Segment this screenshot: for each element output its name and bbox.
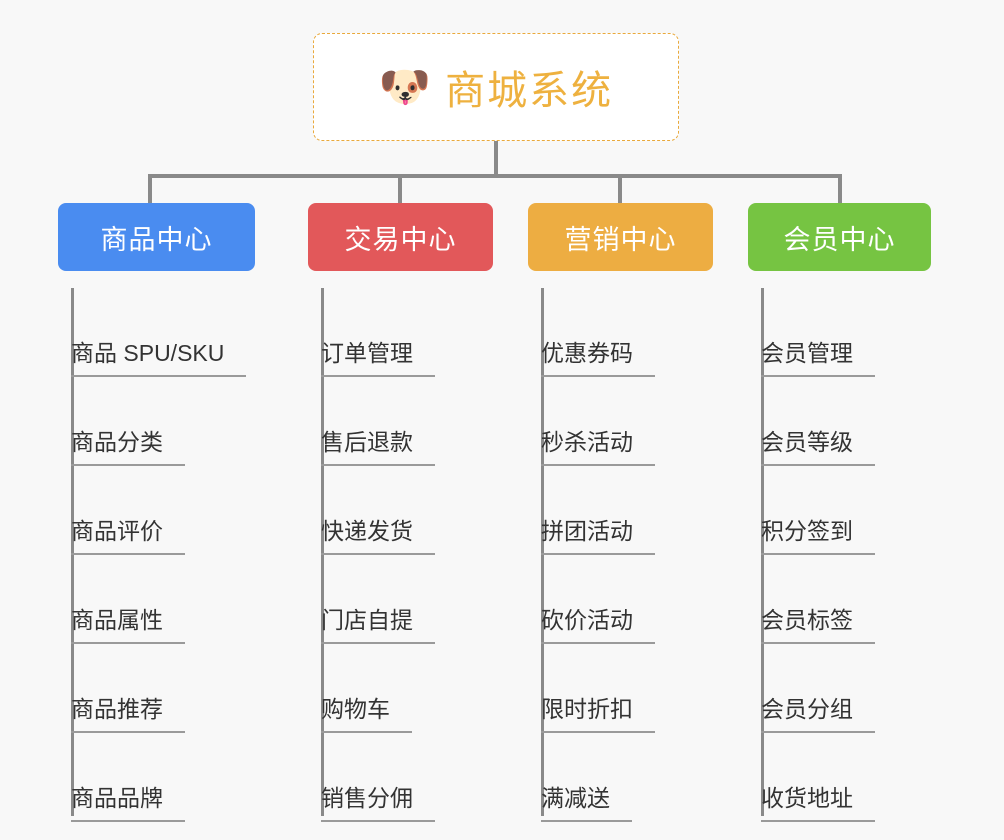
leaf-label: 售后退款 (321, 423, 435, 466)
list-item[interactable]: 拼团活动 (528, 466, 713, 555)
leaf-label: 砍价活动 (541, 601, 655, 644)
leaf-label: 订单管理 (321, 334, 435, 377)
category-header-3[interactable]: 营销中心 (528, 203, 713, 271)
category-title-2: 交易中心 (344, 224, 457, 255)
leaf-label: 门店自提 (321, 601, 435, 644)
leaf-label: 商品评价 (71, 512, 185, 555)
category-header-4[interactable]: 会员中心 (748, 203, 931, 271)
leaf-label: 商品品牌 (71, 779, 185, 822)
leaf-label: 会员分组 (761, 690, 875, 733)
leaf-group-3: 优惠券码 秒杀活动 拼团活动 砍价活动 限时折扣 满减送 (528, 288, 713, 822)
leaf-label: 拼团活动 (541, 512, 655, 555)
root-node[interactable]: 🐶 商城系统 (313, 33, 679, 141)
category-header-2[interactable]: 交易中心 (308, 203, 493, 271)
list-item[interactable]: 限时折扣 (528, 644, 713, 733)
leaf-label: 商品属性 (71, 601, 185, 644)
drop-connector-4 (838, 174, 842, 204)
list-item[interactable]: 积分签到 (748, 466, 931, 555)
branch-column-2: 交易中心 订单管理 售后退款 快递发货 门店自提 购物车 销售分佣 (308, 203, 493, 822)
list-item[interactable]: 会员分组 (748, 644, 931, 733)
leaf-label: 商品 SPU/SKU (71, 334, 247, 377)
leaf-group-4: 会员管理 会员等级 积分签到 会员标签 会员分组 收货地址 (748, 288, 931, 822)
list-item[interactable]: 快递发货 (308, 466, 493, 555)
list-item[interactable]: 门店自提 (308, 555, 493, 644)
leaf-label: 商品分类 (71, 423, 185, 466)
leaf-label: 满减送 (541, 779, 632, 822)
list-item[interactable]: 满减送 (528, 733, 713, 822)
list-item[interactable]: 会员标签 (748, 555, 931, 644)
branch-trunk-4 (761, 288, 764, 816)
leaf-group-2: 订单管理 售后退款 快递发货 门店自提 购物车 销售分佣 (308, 288, 493, 822)
leaf-label: 商品推荐 (71, 690, 185, 733)
branch-column-1: 商品中心 商品 SPU/SKU 商品分类 商品评价 商品属性 商品推荐 商品品牌 (58, 203, 255, 822)
list-item[interactable]: 会员管理 (748, 288, 931, 377)
list-item[interactable]: 商品推荐 (58, 644, 255, 733)
leaf-label: 收货地址 (761, 779, 875, 822)
leaf-label: 会员等级 (761, 423, 875, 466)
leaf-label: 销售分佣 (321, 779, 435, 822)
list-item[interactable]: 优惠券码 (528, 288, 713, 377)
horizontal-bus-connector (148, 174, 842, 178)
leaf-label: 积分签到 (761, 512, 875, 555)
list-item[interactable]: 购物车 (308, 644, 493, 733)
list-item[interactable]: 商品分类 (58, 377, 255, 466)
leaf-label: 会员管理 (761, 334, 875, 377)
category-title-4: 会员中心 (783, 224, 896, 255)
leaf-label: 优惠券码 (541, 334, 655, 377)
list-item[interactable]: 收货地址 (748, 733, 931, 822)
list-item[interactable]: 商品评价 (58, 466, 255, 555)
leaf-label: 秒杀活动 (541, 423, 655, 466)
leaf-group-1: 商品 SPU/SKU 商品分类 商品评价 商品属性 商品推荐 商品品牌 (58, 288, 255, 822)
branch-trunk-1 (71, 288, 74, 816)
root-title: 商城系统 (445, 69, 614, 113)
list-item[interactable]: 商品属性 (58, 555, 255, 644)
branch-trunk-3 (541, 288, 544, 816)
list-item[interactable]: 会员等级 (748, 377, 931, 466)
list-item[interactable]: 商品品牌 (58, 733, 255, 822)
branch-column-4: 会员中心 会员管理 会员等级 积分签到 会员标签 会员分组 收货地址 (748, 203, 931, 822)
branch-column-3: 营销中心 优惠券码 秒杀活动 拼团活动 砍价活动 限时折扣 满减送 (528, 203, 713, 822)
branch-trunk-2 (321, 288, 324, 816)
list-item[interactable]: 砍价活动 (528, 555, 713, 644)
list-item[interactable]: 售后退款 (308, 377, 493, 466)
drop-connector-3 (618, 174, 622, 204)
root-stem-connector (494, 141, 498, 178)
category-header-1[interactable]: 商品中心 (58, 203, 255, 271)
list-item[interactable]: 销售分佣 (308, 733, 493, 822)
leaf-label: 快递发货 (321, 512, 435, 555)
drop-connector-1 (148, 174, 152, 204)
list-item[interactable]: 商品 SPU/SKU (58, 288, 255, 377)
leaf-label: 限时折扣 (541, 690, 655, 733)
drop-connector-2 (398, 174, 402, 204)
leaf-label: 会员标签 (761, 601, 875, 644)
category-title-3: 营销中心 (564, 224, 677, 255)
dog-face-icon: 🐶 (378, 63, 432, 110)
leaf-label: 购物车 (321, 690, 412, 733)
category-title-1: 商品中心 (100, 224, 213, 255)
list-item[interactable]: 订单管理 (308, 288, 493, 377)
list-item[interactable]: 秒杀活动 (528, 377, 713, 466)
